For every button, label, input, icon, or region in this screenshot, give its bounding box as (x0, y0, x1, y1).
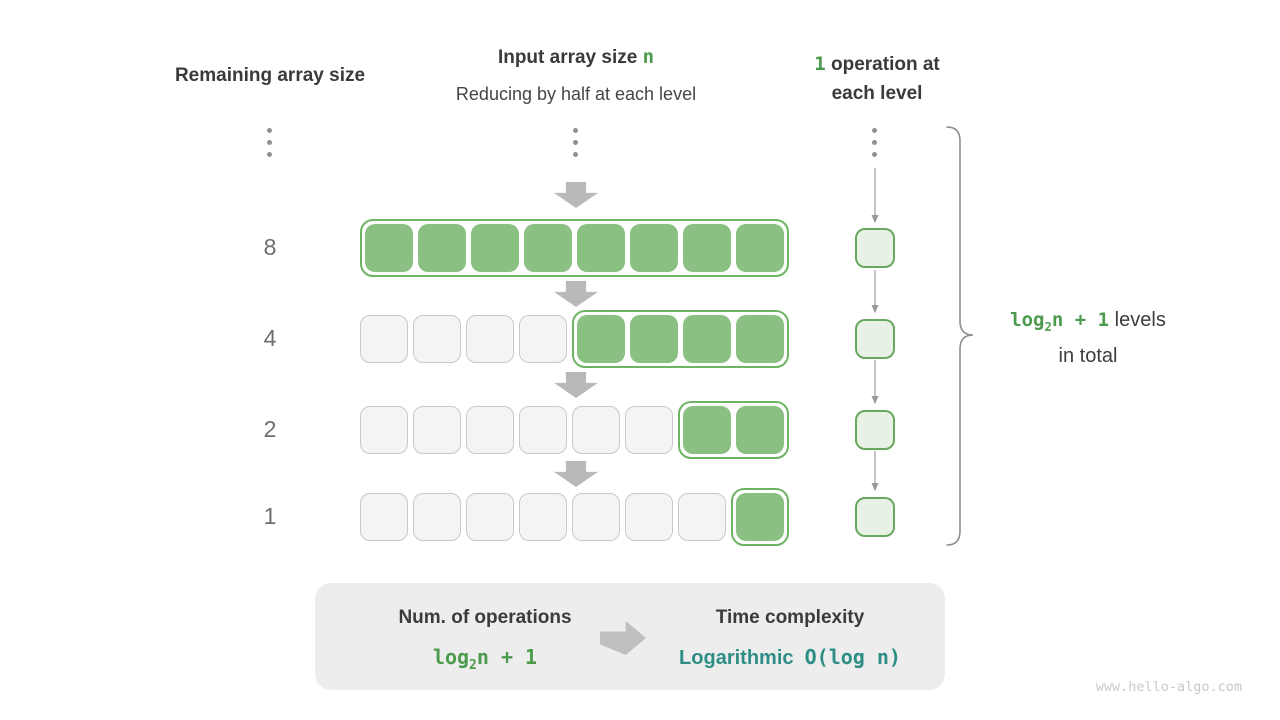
active-element-cell (365, 224, 413, 272)
active-element-cell (736, 315, 784, 363)
discarded-element-cell (413, 493, 461, 541)
ellipsis-dots-middle (573, 128, 578, 157)
discarded-element-cell (360, 493, 408, 541)
discarded-element-cell (678, 493, 726, 541)
active-element-cell (577, 315, 625, 363)
active-element-cell (736, 224, 784, 272)
down-arrow-icon (554, 281, 598, 307)
discarded-element-cell (413, 315, 461, 363)
active-element-cell (630, 315, 678, 363)
active-element-cell (683, 406, 731, 454)
remaining-size-label: 2 (263, 416, 277, 442)
ellipsis-dots-right (872, 128, 877, 157)
active-element-cell (683, 315, 731, 363)
operation-connector-arrows (871, 168, 879, 492)
active-subarray (678, 401, 789, 459)
discarded-element-cell (519, 493, 567, 541)
discarded-element-cell (519, 406, 567, 454)
active-element-cell (736, 406, 784, 454)
header-each-level: each level (831, 83, 923, 104)
discarded-element-cell (466, 406, 514, 454)
remaining-size-label: 4 (263, 325, 277, 351)
discarded-element-cell (413, 406, 461, 454)
down-arrow-icon (554, 372, 598, 398)
operation-box (855, 410, 895, 450)
discarded-element-cell (625, 493, 673, 541)
down-arrow-icon (554, 461, 598, 487)
active-element-cell (630, 224, 678, 272)
summary-box: Num. of operations log2n + 1 Time comple… (315, 583, 945, 690)
active-element-cell (736, 493, 784, 541)
remaining-size-label: 8 (263, 234, 277, 260)
remaining-size-label: 1 (263, 503, 277, 529)
big-o-notation: O(log n) (804, 645, 901, 669)
array-row (360, 401, 789, 459)
discarded-element-cell (466, 315, 514, 363)
logarithmic-word: Logarithmic (679, 647, 794, 669)
levels-formula: log2n + 1 (1010, 309, 1110, 334)
header-reducing-by-half: Reducing by half at each level (455, 84, 697, 104)
levels-total-label: log2n + 1 levels in total (988, 306, 1188, 371)
header-one-operation: 1 operation at each level (767, 50, 987, 108)
ellipsis-dots-left (267, 128, 272, 157)
num-operations-title: Num. of operations (398, 607, 572, 628)
array-row (360, 219, 789, 277)
active-element-cell (418, 224, 466, 272)
watermark: www.hello-algo.com (1095, 679, 1242, 695)
array-row (360, 488, 789, 546)
header-input-array-size: Input array size n (396, 46, 756, 69)
header-remaining-array-size: Remaining array size (174, 65, 366, 86)
down-arrow-icon (554, 182, 598, 208)
active-subarray (572, 310, 789, 368)
header-one: 1 (814, 53, 826, 75)
active-element-cell (683, 224, 731, 272)
operation-box (855, 319, 895, 359)
levels-word: levels (1109, 309, 1166, 331)
operation-box (855, 228, 895, 268)
header-input-prefix: Input array size (497, 47, 643, 68)
time-complexity-value: Logarithmic O(log n) (645, 645, 935, 670)
header-operation-at: operation at (825, 54, 940, 75)
num-operations-formula: log2n + 1 (432, 645, 538, 673)
discarded-element-cell (572, 406, 620, 454)
active-subarray (360, 219, 789, 277)
discarded-element-cell (519, 315, 567, 363)
array-row (360, 310, 789, 368)
in-total-word: in total (1058, 344, 1118, 367)
operation-box (855, 497, 895, 537)
discarded-element-cell (572, 493, 620, 541)
discarded-element-cell (360, 406, 408, 454)
levels-brace (946, 126, 974, 546)
discarded-element-cell (466, 493, 514, 541)
time-complexity-title: Time complexity (715, 607, 865, 628)
discarded-element-cell (360, 315, 408, 363)
discarded-element-cell (625, 406, 673, 454)
active-element-cell (471, 224, 519, 272)
header-input-var-n: n (642, 46, 655, 68)
active-element-cell (524, 224, 572, 272)
active-element-cell (577, 224, 625, 272)
active-subarray (731, 488, 789, 546)
